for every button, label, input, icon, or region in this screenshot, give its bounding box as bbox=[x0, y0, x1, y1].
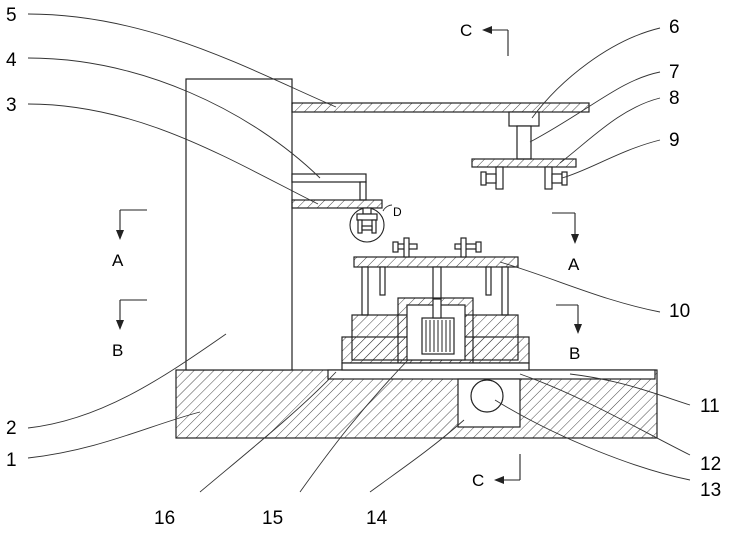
base-plate bbox=[176, 370, 657, 438]
part-number-13: 13 bbox=[700, 480, 721, 501]
section-label-a-right: A bbox=[568, 255, 580, 274]
part-number-12: 12 bbox=[700, 454, 721, 475]
lifting-block bbox=[342, 298, 529, 370]
section-marker-c-top: C bbox=[460, 21, 508, 56]
section-label-c-top: C bbox=[460, 21, 472, 40]
section-marker-a-left: A bbox=[112, 210, 147, 270]
part-number-1: 1 bbox=[6, 450, 17, 471]
section-marker-c-bottom: C bbox=[472, 454, 520, 490]
section-label-c-bottom: C bbox=[472, 471, 484, 490]
section-marker-a-right: A bbox=[552, 213, 580, 274]
part-number-15: 15 bbox=[262, 508, 283, 529]
right-clamp-assembly bbox=[472, 112, 576, 189]
part-number-16: 16 bbox=[154, 508, 175, 529]
part-number-5: 5 bbox=[6, 5, 17, 26]
section-marker-b-left: B bbox=[112, 300, 147, 360]
part-number-2: 2 bbox=[6, 418, 17, 439]
part-number-9: 9 bbox=[669, 130, 680, 151]
vertical-column bbox=[186, 79, 292, 370]
part-number-14: 14 bbox=[366, 508, 388, 529]
top-arm bbox=[292, 103, 589, 112]
middle-arm-assembly bbox=[292, 174, 382, 208]
part-number-7: 7 bbox=[669, 62, 680, 83]
detail-label-d: D bbox=[393, 205, 402, 219]
part-number-10: 10 bbox=[669, 301, 690, 322]
part-number-8: 8 bbox=[669, 88, 680, 109]
part-number-3: 3 bbox=[6, 95, 17, 116]
part-number-11: 11 bbox=[700, 396, 720, 417]
detail-d-callout bbox=[350, 208, 384, 242]
part-number-4: 4 bbox=[6, 50, 17, 71]
section-marker-b-right: B bbox=[556, 305, 582, 363]
part-number-6: 6 bbox=[669, 17, 680, 38]
section-label-b-left: B bbox=[112, 341, 123, 360]
section-label-b-right: B bbox=[569, 344, 580, 363]
section-label-a-left: A bbox=[112, 251, 124, 270]
